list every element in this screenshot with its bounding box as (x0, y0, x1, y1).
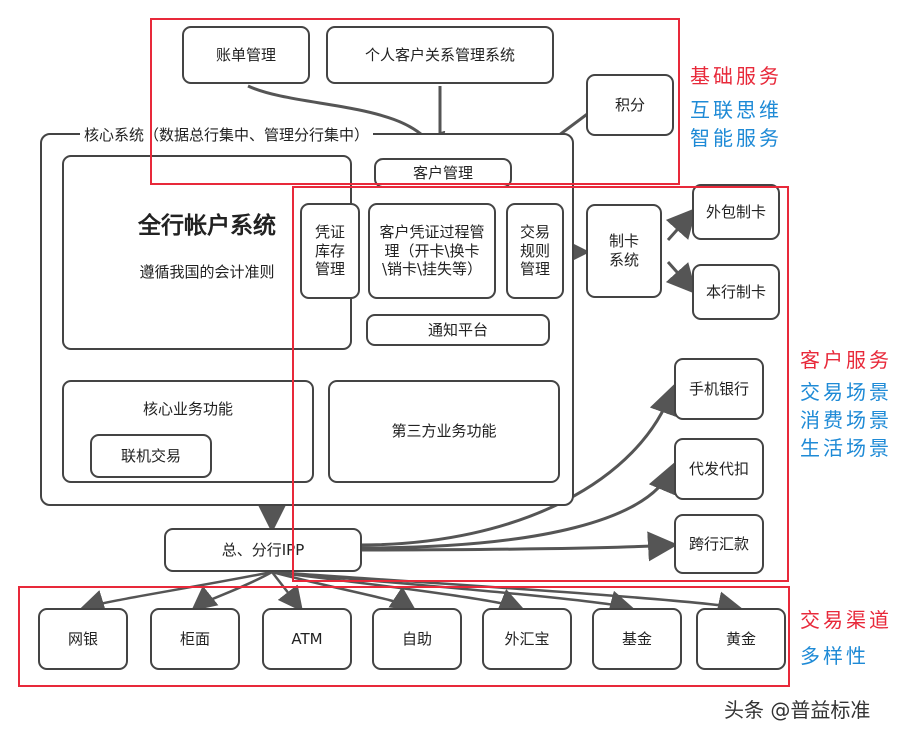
card-system-box[interactable]: 制卡系统 (586, 204, 662, 298)
channel-self-service[interactable]: 自助 (372, 608, 462, 670)
arrow-ipp-to-gold (271, 570, 743, 617)
interbank-remit-box[interactable]: 跨行汇款 (674, 514, 764, 574)
outsourced-card-box[interactable]: 外包制卡 (692, 184, 780, 240)
mobile-bank-box[interactable]: 手机银行 (674, 358, 764, 420)
arrow-ipp-to-self (271, 570, 417, 611)
trade-scene-label: 交易场景 (800, 380, 892, 404)
ipp-box[interactable]: 总、分行IPP (164, 528, 362, 572)
payroll-box[interactable]: 代发代扣 (674, 438, 764, 500)
channel-gold[interactable]: 黄金 (696, 608, 786, 670)
basic-service-frame (150, 18, 680, 185)
diversity-label: 多样性 (800, 644, 869, 668)
notify-platform-box[interactable]: 通知平台 (366, 314, 550, 346)
channel-forex[interactable]: 外汇宝 (482, 608, 572, 670)
channel-netbank[interactable]: 网银 (38, 608, 128, 670)
channel-atm[interactable]: ATM (262, 608, 352, 670)
account-system-title: 全行帐户系统 (138, 212, 276, 239)
crm-box[interactable]: 个人客户关系管理系统 (326, 26, 554, 84)
basic-service-label: 基础服务 (690, 64, 782, 88)
accounting-rule-label: 遵循我国的会计准则 (139, 262, 275, 281)
arrow-ipp-to-counter (191, 570, 273, 612)
arrow-ipp-to-netbank (79, 570, 273, 615)
arrow-ipp-to-payroll (359, 462, 677, 550)
arrow-card-to-inhouse (665, 261, 697, 295)
customer-service-label: 客户服务 (800, 348, 892, 372)
smart-service-label: 智能服务 (690, 126, 782, 150)
channel-diversity-label: 交易渠道 (800, 608, 892, 632)
life-scene-label: 生活场景 (800, 436, 892, 460)
arrow-ipp-to-remit (359, 531, 678, 562)
watermark: 头条 @普益标准 (724, 698, 871, 722)
points-box[interactable]: 积分 (586, 74, 674, 136)
internet-thinking-label: 互联思维 (690, 98, 782, 122)
arrow-card-to-outsourced (665, 207, 697, 241)
channel-counter[interactable]: 柜面 (150, 608, 240, 670)
voucher-stock-box[interactable]: 凭证库存管理 (300, 203, 360, 299)
core-business-title: 核心业务功能 (142, 400, 233, 418)
customer-service-frame (292, 186, 789, 582)
third-party-box[interactable]: 第三方业务功能 (328, 380, 560, 483)
consume-scene-label: 消费场景 (800, 408, 892, 432)
channel-frame (18, 586, 790, 687)
trade-rules-box[interactable]: 交易规则管理 (506, 203, 564, 299)
inhouse-card-box[interactable]: 本行制卡 (692, 264, 780, 320)
arrow-ipp-to-forex (271, 570, 525, 613)
billing-box[interactable]: 账单管理 (182, 26, 310, 84)
online-trade-box[interactable]: 联机交易 (90, 434, 212, 478)
channel-fund[interactable]: 基金 (592, 608, 682, 670)
arrow-ipp-to-atm (271, 571, 304, 612)
voucher-process-box[interactable]: 客户凭证过程管理（开卡\换卡\销卡\挂失等） (368, 203, 496, 299)
core-system-title: 核心系统（数据总行集中、管理分行集中） (80, 124, 374, 145)
